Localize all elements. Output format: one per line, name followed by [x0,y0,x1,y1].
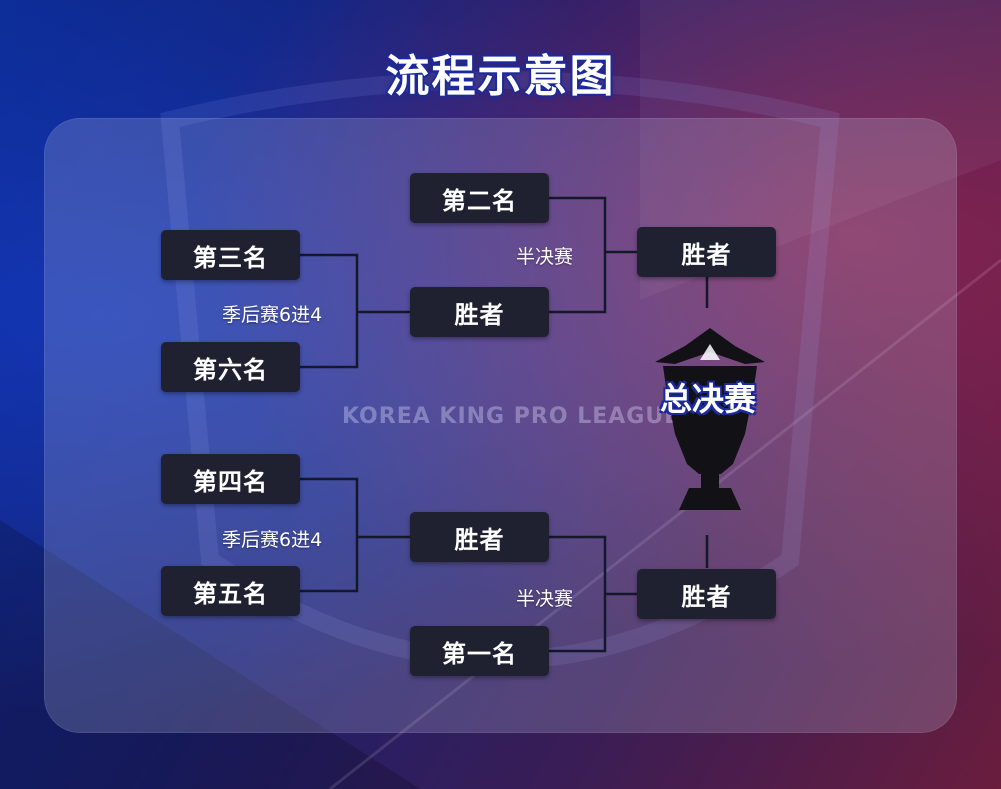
seed-sixth-box: 第六名 [161,342,300,392]
semi-bottom-label: 半决赛 [516,588,574,610]
seed-second-box: 第二名 [410,173,549,223]
sf-winner-top-box: 胜者 [637,227,776,277]
watermark-text: KOREA KING PRO LEAGUE [342,404,681,429]
playoff-top-label: 季后赛6进4 [222,304,323,326]
seed-fifth-box: 第五名 [161,566,300,616]
line-fourth-to-qf [299,477,359,593]
qf-winner-top-box: 胜者 [410,287,549,337]
playoff-bottom-label: 季后赛6进4 [222,529,323,551]
final-label: 总决赛 [659,380,756,418]
seed-third-box: 第三名 [161,230,300,280]
trophy-icon [655,328,765,510]
page-title: 流程示意图 [385,51,616,102]
seed-fourth-box: 第四名 [161,454,300,504]
seed-first-box: 第一名 [410,626,549,676]
sf-winner-bottom-box: 胜者 [637,569,776,619]
semi-top-label: 半决赛 [516,246,574,268]
qf-winner-bottom-box: 胜者 [410,512,549,562]
line-second-to-sf [548,196,607,314]
